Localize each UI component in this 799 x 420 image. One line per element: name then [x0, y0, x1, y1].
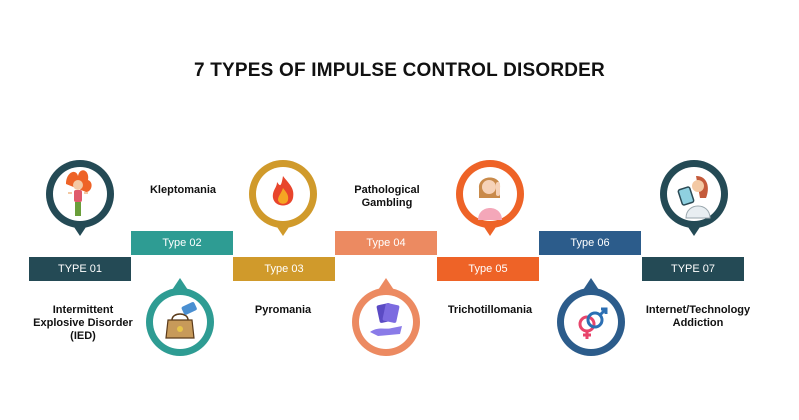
- type-03-band: Type 03: [233, 257, 335, 281]
- type-07-pin: [660, 160, 728, 236]
- type-05-pin: [456, 160, 524, 236]
- stealing-hand-bag-icon: [165, 302, 197, 339]
- fire-icon: [272, 176, 294, 206]
- type-05-label: Trichotillomania: [447, 304, 533, 316]
- type-01-label: Intermittent Explosive Disorder (IED): [33, 304, 133, 342]
- type-06-pin: [557, 278, 625, 356]
- type-03-label: Pyromania: [254, 304, 312, 316]
- person-using-phone-icon: [677, 176, 711, 219]
- type-04-pin: [352, 278, 420, 356]
- gender-symbols-icon: [578, 307, 608, 339]
- playing-cards-hand-icon: [370, 303, 402, 336]
- type-01-pin: [46, 160, 114, 236]
- type-02-band: Type 02: [131, 231, 233, 255]
- hair-pulling-woman-icon: [478, 177, 502, 220]
- type-06-label: Internet/Technology Addiction: [645, 304, 751, 329]
- type-04-band: Type 04: [335, 231, 437, 255]
- type-03-pin: [249, 160, 317, 236]
- type-02-label: Kleptomania: [149, 184, 216, 196]
- angry-person-icon: [66, 170, 92, 216]
- type-06-band: Type 06: [539, 231, 641, 255]
- type-02-pin: [146, 278, 214, 356]
- type-01-band: TYPE 01: [29, 257, 131, 281]
- page-title: 7 TYPES OF IMPULSE CONTROL DISORDER: [194, 60, 605, 81]
- type-04-label: Pathological Gambling: [354, 184, 420, 209]
- type-07-band: TYPE 07: [642, 257, 744, 281]
- type-05-band: Type 05: [437, 257, 539, 281]
